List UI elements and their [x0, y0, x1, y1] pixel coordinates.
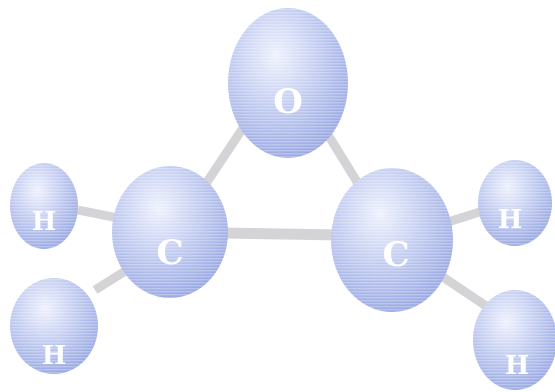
- atom-carbon-right: C: [331, 168, 453, 312]
- atom-carbon-left-label: C: [156, 233, 183, 273]
- atom-hydrogen-left-lower-label: H: [42, 341, 67, 371]
- atom-carbon-left: C: [112, 166, 228, 298]
- atom-hydrogen-left-upper-label: H: [32, 207, 57, 237]
- atom-hydrogen-right-lower: H: [473, 290, 555, 390]
- bond-carbon-left-hydrogen-upper: [77, 205, 119, 223]
- atom-hydrogen-left-upper: H: [10, 163, 78, 249]
- atom-hydrogen-left-lower: H: [10, 278, 98, 374]
- atom-carbon-right-label: C: [382, 235, 409, 275]
- bond-carbon-carbon: [221, 227, 341, 241]
- atom-hydrogen-right-upper: H: [478, 160, 552, 246]
- atom-hydrogen-right-upper-label: H: [498, 205, 523, 235]
- atom-oxygen-label: O: [273, 82, 303, 122]
- atom-oxygen: O: [228, 8, 348, 158]
- bond-oxygen-carbon-left: [201, 122, 249, 188]
- atom-hydrogen-right-lower-label: H: [505, 351, 530, 381]
